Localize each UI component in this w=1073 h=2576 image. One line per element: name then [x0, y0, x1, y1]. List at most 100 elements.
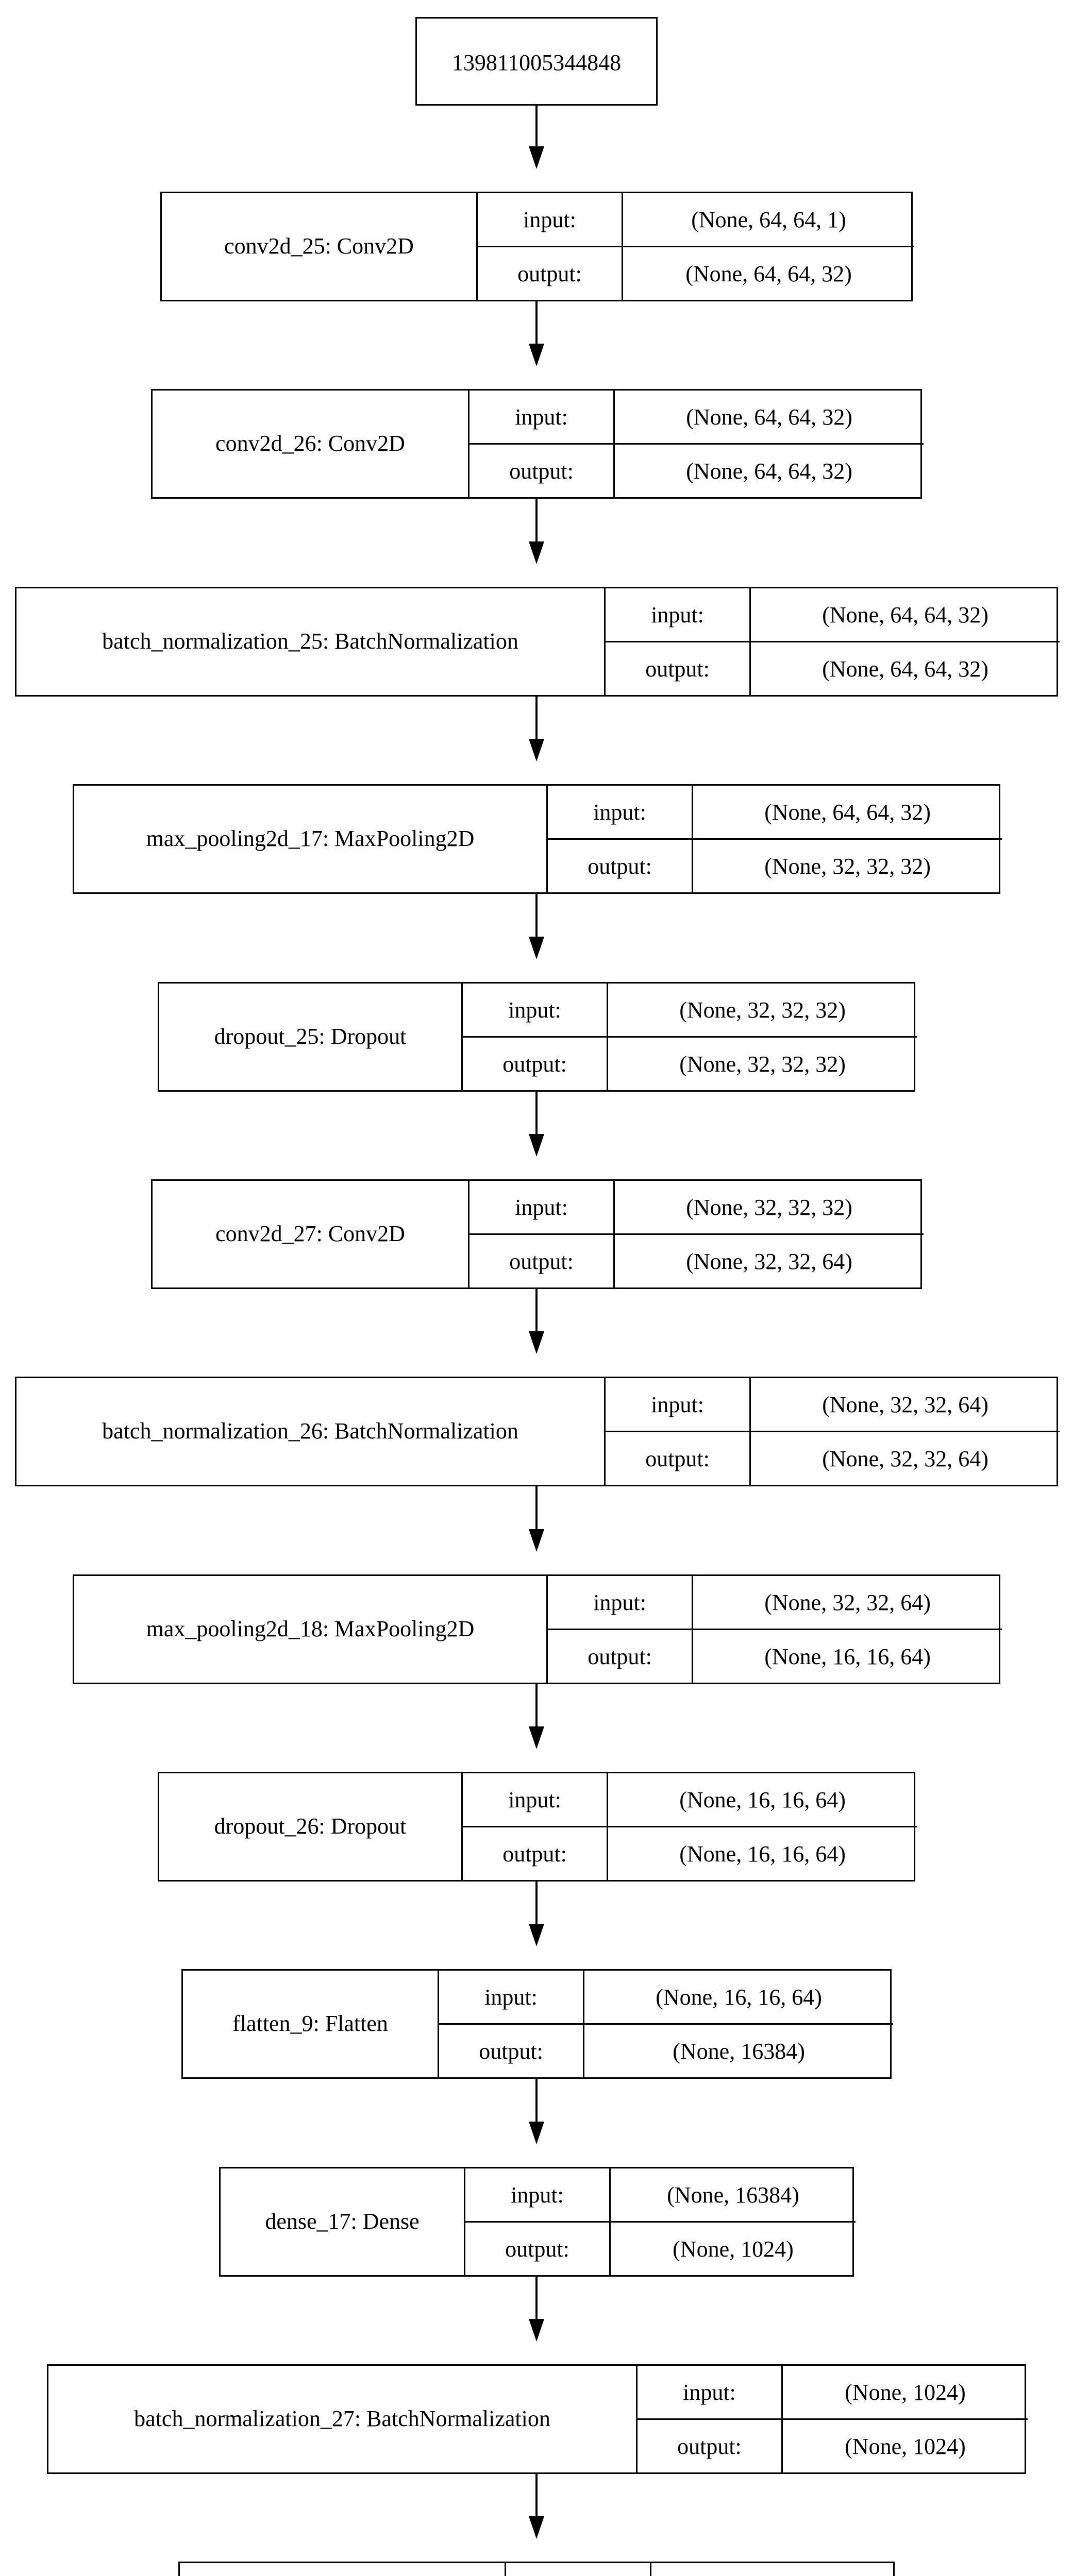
io-row-output-max_pooling2d_17: output:(None, 32, 32, 32) — [548, 838, 1002, 892]
io-row-input-batch_normalization_27: input: (None, 1024) — [638, 2366, 1028, 2418]
io-row-output-flatten_9: output: (None, 16384) — [439, 2023, 893, 2077]
io-shape-output-batch_normalization_25: (None, 64, 64, 32) — [749, 642, 1060, 695]
io-shape-output-batch_normalization_26: (None, 32, 32, 64) — [749, 1432, 1060, 1485]
layer-name-dropout_25: dropout_25: Dropout — [214, 1024, 407, 1049]
graph-node-dense_17[interactable]: dense_17: Dense input:(None, 16384)output… — [219, 2167, 856, 2277]
io-row-input-dropout_27: input:(None, 1024) — [506, 2563, 896, 2576]
edge-dense_17-to-batch_normalization_27 — [535, 2277, 538, 2321]
edge-conv2d_25-to-conv2d_26 — [535, 301, 538, 346]
io-row-input-dropout_26: input:(None, 16, 16, 64) — [463, 1773, 917, 1826]
io-shape-output-dropout_25: (None, 32, 32, 32) — [607, 1038, 917, 1090]
io-key-output: output: — [677, 2433, 742, 2459]
io-shape-input-conv2d_25: (None, 64, 64, 1) — [622, 193, 914, 246]
edge-conv2d_27-to-batch_normalization_26 — [535, 1289, 538, 1333]
io-shape-output-conv2d_25: (None, 64, 64, 32) — [622, 247, 914, 300]
graph-node-max_pooling2d_17[interactable]: max_pooling2d_17: MaxPooling2D input: (Non… — [73, 784, 1002, 894]
io-row-input-batch_normalization_26: input:(None, 32, 32, 64) — [606, 1378, 1060, 1431]
graph-node-flatten_9[interactable]: flatten_9: Flatten input:(None, 16, 16, 6… — [181, 1969, 893, 2079]
arrowhead-icon — [529, 2122, 544, 2144]
io-shape-table-conv2d_27: input:(None, 32, 32, 32)output:(None, 32… — [468, 1181, 924, 1287]
graph-node-batch_normalization_25[interactable]: batch_normalization_25: BatchNormalizati… — [15, 587, 1060, 697]
io-row-input-max_pooling2d_18: input: (None, 32, 32, 64) — [548, 1576, 1002, 1629]
layer-name-batch_normalization_25: batch_normalization_25: BatchNormalizati… — [102, 629, 518, 654]
io-shape-input-dropout_25: (None, 32, 32, 32) — [607, 984, 917, 1036]
io-shape-output-max_pooling2d_18: (None, 16, 16, 64) — [692, 1630, 1002, 1683]
io-key-output: output: — [479, 2038, 543, 2064]
io-row-output-conv2d_25: output: (None, 64, 64, 32) — [478, 246, 914, 300]
io-shape-output-dense_17: (None, 1024) — [609, 2223, 856, 2275]
graph-node-dropout_25[interactable]: dropout_25: Dropout input: (None, 32, 32, … — [158, 982, 917, 1092]
arrowhead-icon — [529, 344, 544, 366]
io-shape-table-batch_normalization_27: input: (None, 1024) output: (None, 1024) — [636, 2366, 1028, 2472]
io-row-input-conv2d_25: input: (None, 64, 64, 1) — [478, 193, 914, 246]
edge-dropout_26-to-flatten_9 — [535, 1882, 538, 1926]
io-key-input: input: — [506, 2563, 650, 2576]
io-shape-table-batch_normalization_25: input: (None, 64, 64, 32)output:(None, 64… — [604, 588, 1060, 695]
io-key-input: input: — [683, 2379, 736, 2405]
io-key-input: input: — [508, 997, 561, 1023]
io-shape-input-batch_normalization_26: (None, 32, 32, 64) — [749, 1378, 1060, 1431]
io-key-output: output: — [588, 1643, 652, 1669]
io-row-input-conv2d_26: input: (None, 64, 64, 32) — [470, 391, 924, 443]
io-key-input: input: — [484, 1984, 538, 2010]
arrowhead-icon — [529, 937, 544, 959]
io-shape-output-flatten_9: (None, 16384) — [583, 2025, 893, 2077]
layer-name-batch_normalization_27: batch_normalization_27: BatchNormalizati… — [134, 2406, 550, 2432]
arrowhead-icon — [529, 1726, 544, 1749]
arrowhead-icon — [529, 1529, 544, 1552]
arrowhead-icon — [529, 1134, 544, 1157]
arrowhead-icon — [529, 146, 544, 169]
layer-name-max_pooling2d_18: max_pooling2d_18: MaxPooling2D — [146, 1616, 475, 1642]
io-shape-input-batch_normalization_27: (None, 1024) — [781, 2366, 1028, 2418]
io-key-output: output: — [509, 458, 574, 484]
graph-node-input-tensor[interactable]: 139811005344848 — [415, 17, 658, 106]
io-shape-output-batch_normalization_27: (None, 1024) — [781, 2420, 1028, 2472]
io-shape-output-max_pooling2d_17: (None, 32, 32, 32) — [692, 840, 1002, 892]
layer-name-max_pooling2d_17: max_pooling2d_17: MaxPooling2D — [146, 826, 475, 852]
arrowhead-icon — [529, 1331, 544, 1354]
layer-name-dropout_27: dropout_27: Dropout — [180, 2563, 505, 2576]
layer-name-dense_17: dense_17: Dense — [265, 2209, 420, 2234]
io-shape-input-batch_normalization_25: (None, 64, 64, 32) — [749, 588, 1060, 641]
io-key-input: input: — [515, 404, 568, 430]
io-shape-table-flatten_9: input:(None, 16, 16, 64)output:(None, 16… — [438, 1971, 893, 2077]
io-key-input: input: — [651, 602, 704, 628]
io-shape-output-dropout_26: (None, 16, 16, 64) — [607, 1827, 917, 1880]
arrowhead-icon — [529, 739, 544, 761]
arrowhead-icon — [529, 2516, 544, 2539]
io-row-output-max_pooling2d_18: output: (None, 16, 16, 64) — [548, 1629, 1002, 1683]
input-node-label: 139811005344848 — [451, 50, 622, 75]
io-shape-input-max_pooling2d_18: (None, 32, 32, 64) — [692, 1576, 1002, 1629]
edge-input-tensor-to-conv2d_25 — [535, 106, 538, 148]
io-key-output: output: — [502, 1841, 567, 1867]
edge-batch_normalization_25-to-max_pooling2d_17 — [535, 697, 538, 741]
edge-batch_normalization_27-to-dropout_27 — [535, 2474, 538, 2518]
graph-node-conv2d_27[interactable]: conv2d_27: Conv2D input:(None, 32, 32, 32… — [151, 1179, 924, 1289]
edge-max_pooling2d_17-to-dropout_25 — [535, 894, 538, 939]
graph-node-max_pooling2d_18[interactable]: max_pooling2d_18: MaxPooling2D input: (Non… — [73, 1574, 1002, 1684]
io-key-input: input: — [593, 799, 646, 825]
io-row-output-batch_normalization_25: output:(None, 64, 64, 32) — [606, 641, 1060, 695]
graph-node-batch_normalization_26[interactable]: batch_normalization_26: BatchNormalizati… — [15, 1377, 1060, 1486]
io-row-input-conv2d_27: input:(None, 32, 32, 32) — [470, 1181, 924, 1233]
layer-name-conv2d_27: conv2d_27: Conv2D — [215, 1221, 405, 1247]
io-shape-table-dense_17: input:(None, 16384)output:(None, 1024) — [464, 2168, 856, 2275]
io-key-input: input: — [523, 207, 576, 232]
io-key-input: input: — [593, 1589, 646, 1615]
io-shape-table-max_pooling2d_17: input: (None, 64, 64, 32)output:(None, 32… — [546, 786, 1002, 892]
io-shape-input-max_pooling2d_17: (None, 64, 64, 32) — [692, 786, 1002, 838]
io-key-output: output: — [517, 261, 582, 286]
layer-name-flatten_9: flatten_9: Flatten — [232, 2011, 388, 2037]
io-key-output: output: — [502, 1051, 567, 1077]
io-shape-input-conv2d_26: (None, 64, 64, 32) — [613, 391, 924, 443]
io-key-input: input: — [511, 2182, 564, 2208]
graph-node-batch_normalization_27[interactable]: batch_normalization_27: BatchNormalizati… — [47, 2364, 1028, 2474]
edge-conv2d_26-to-batch_normalization_25 — [535, 499, 538, 544]
io-shape-table-dropout_27: input:(None, 1024)output:(None, 1024) — [505, 2563, 896, 2576]
edge-batch_normalization_26-to-max_pooling2d_18 — [535, 1486, 538, 1531]
